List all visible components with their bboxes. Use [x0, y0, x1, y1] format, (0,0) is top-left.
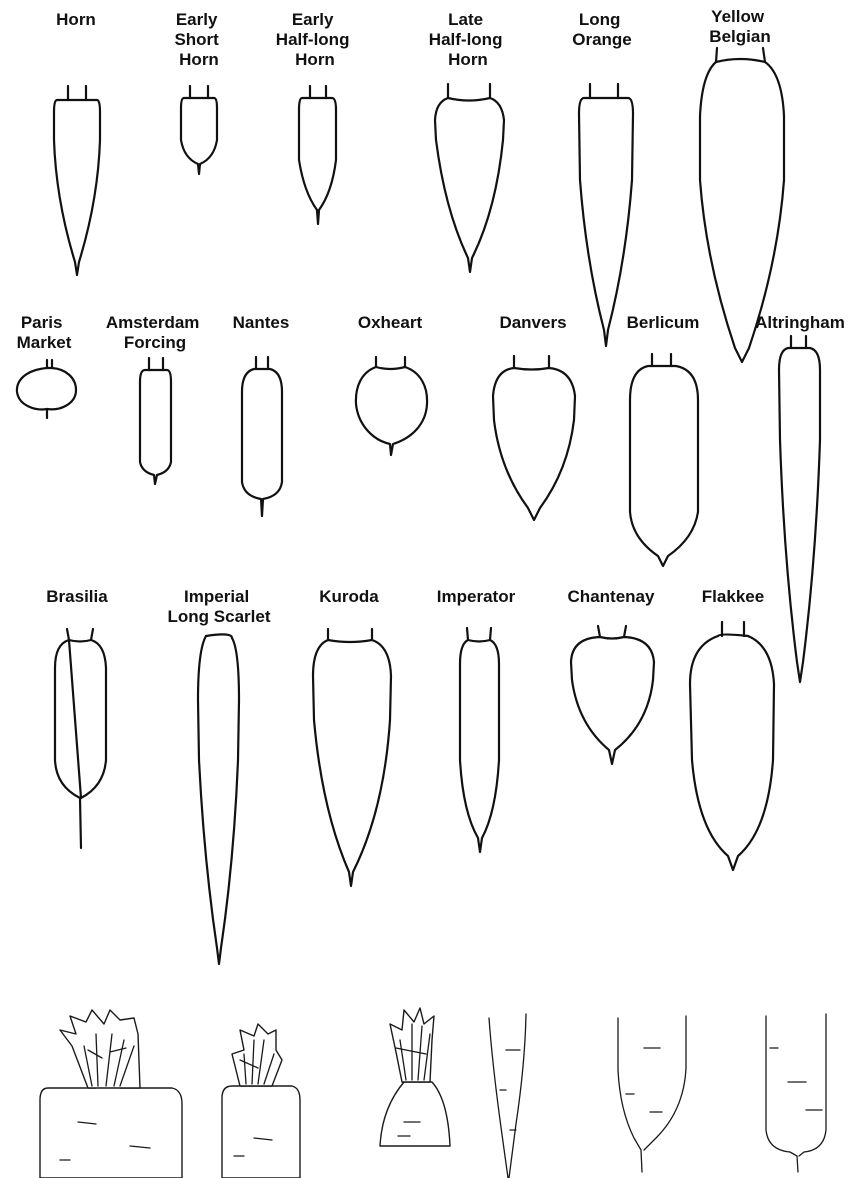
carrot-shape-early-half-long-horn — [299, 86, 336, 224]
label-brasilia: Brasilia — [46, 587, 108, 606]
carrot-shape-nantes — [242, 357, 282, 516]
carrot-shape-imperator — [460, 628, 499, 852]
label-late-half-long-horn: Late Half-long Horn — [429, 10, 507, 69]
label-long-orange: Long Orange — [572, 10, 632, 49]
label-paris-market: Paris Market — [17, 313, 72, 352]
carrot-shape-flakkee — [690, 622, 774, 870]
sketch-carrot-crown-wide — [40, 1010, 182, 1178]
carrot-shape-late-half-long-horn — [435, 84, 504, 272]
sketch-carrot-crown-small — [222, 1024, 300, 1178]
carrot-shape-horn — [54, 86, 100, 275]
carrot-shape-imperial-long-scarlet — [198, 634, 239, 964]
label-berlicum: Berlicum — [627, 313, 700, 332]
carrot-shape-paris-market — [17, 360, 76, 418]
label-danvers: Danvers — [499, 313, 566, 332]
label-early-short-horn: Early Short Horn — [174, 10, 223, 69]
carrot-shape-danvers — [493, 356, 575, 520]
carrot-shape-kuroda — [313, 629, 391, 886]
label-amsterdam-forcing: Amsterdam Forcing — [106, 313, 204, 352]
label-kuroda: Kuroda — [319, 587, 379, 606]
sketch-root-blunt-tip — [618, 1016, 686, 1172]
label-imperator: Imperator — [437, 587, 516, 606]
carrot-shape-berlicum — [630, 354, 698, 566]
carrot-shape-altringham — [779, 336, 820, 682]
carrot-shape-chantenay — [571, 626, 654, 764]
label-oxheart: Oxheart — [358, 313, 423, 332]
carrot-shape-early-short-horn — [181, 86, 217, 174]
label-yellow-belgian: Yellow Belgian — [709, 7, 770, 46]
label-altringham: Altringham — [755, 313, 845, 332]
label-nantes: Nantes — [233, 313, 290, 332]
carrot-shape-brasilia — [55, 629, 106, 848]
sketch-root-pointed — [489, 1014, 526, 1178]
label-horn: Horn — [56, 10, 96, 29]
label-early-half-long-horn: Early Half-long Horn — [276, 10, 354, 69]
carrot-shape-amsterdam-forcing — [140, 358, 171, 484]
carrot-shape-long-orange — [579, 84, 633, 346]
sketch-carrot-crown-tapered — [380, 1008, 450, 1146]
sketch-root-stump — [766, 1014, 826, 1172]
label-imperial-long-scarlet: Imperial Long Scarlet — [168, 587, 271, 626]
carrot-shape-oxheart — [356, 357, 427, 455]
label-chantenay: Chantenay — [568, 587, 655, 606]
label-flakkee: Flakkee — [702, 587, 764, 606]
